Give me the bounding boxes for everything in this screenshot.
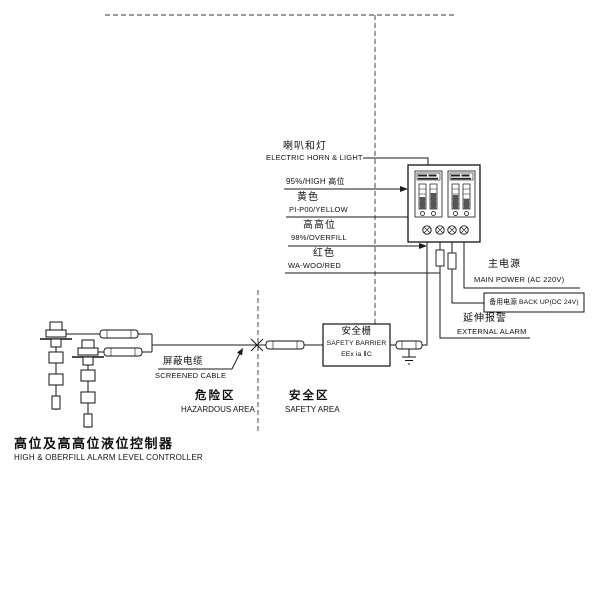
ground-symbol xyxy=(402,349,416,365)
fuse-components xyxy=(435,249,457,270)
hazardous-area-label-en: HAZARDOUS AREA xyxy=(181,405,255,414)
cable-callout-arrow-icon xyxy=(237,348,243,356)
horn-label-en: ELECTRIC HORN & LIGHT xyxy=(266,153,363,162)
safety-barrier-label-en: SAFETY BARRIER xyxy=(326,340,387,347)
panel-wiring xyxy=(390,242,580,346)
boundary-dashed-lines xyxy=(105,14,455,432)
panel-terminals xyxy=(422,225,469,235)
cable-connectors xyxy=(99,329,305,357)
hazardous-area-label-cn: 危险区 xyxy=(195,390,236,402)
cable-connector xyxy=(395,340,423,350)
backup-power-box xyxy=(483,292,585,313)
backup-power-label: 备用电源 BACK UP(DC 24V) xyxy=(489,299,579,306)
yellow-label-cn: 黄色 xyxy=(297,192,319,203)
wire-external-alarm xyxy=(439,242,530,339)
display-unit-right xyxy=(447,170,476,218)
cable-connector xyxy=(103,347,143,357)
red-code-label: WA-WOO/RED xyxy=(288,261,341,270)
diagram-title-en: HIGH & OBERFILL ALARM LEVEL CONTROLLER xyxy=(14,453,203,462)
cable-connector xyxy=(265,340,305,350)
wire-safety-barrier xyxy=(390,242,428,346)
diagram-title-cn: 高位及高高位液位控制器 xyxy=(14,436,174,451)
wire-main-power xyxy=(463,242,580,289)
barrier-output-connector xyxy=(395,340,423,350)
display-unit-left xyxy=(414,170,443,218)
safety-area-label-en: SAFETY AREA xyxy=(285,405,340,414)
main-power-label-cn: 主电源 xyxy=(488,259,521,270)
red-label-cn: 红色 xyxy=(313,248,335,259)
high-level-label: 95%/HIGH 高位 xyxy=(286,177,345,186)
screened-cable-label-cn: 屏蔽电缆 xyxy=(163,356,204,367)
safety-area-label-cn: 安全区 xyxy=(289,390,330,402)
main-power-label-en: MAIN POWER (AC 220V) xyxy=(474,275,565,284)
external-alarm-label-en: EXTERNAL ALARM xyxy=(457,327,527,336)
external-alarm-label-cn: 延伸报警 xyxy=(463,313,507,324)
fuse xyxy=(435,249,445,267)
level-sensor-high xyxy=(40,321,72,410)
overfill-label-cn: 高高位 xyxy=(303,220,336,231)
safety-barrier-label-cn: 安全栅 xyxy=(341,326,372,337)
screened-cable-label-en: SCREENED CABLE xyxy=(155,371,227,380)
label-leader-lines xyxy=(284,157,440,274)
cable-connector xyxy=(99,329,139,339)
overfill-code-label: 98%/OVERFILL xyxy=(291,233,347,242)
boundary-cross-mark xyxy=(250,338,264,352)
high-arrow-icon xyxy=(400,186,408,192)
horn-label-cn: 喇叭和灯 xyxy=(283,141,327,152)
wire-backup-power xyxy=(451,242,484,304)
overfill-arrow-icon xyxy=(419,243,427,249)
field-cable-run xyxy=(66,333,323,353)
safety-barrier-rating: EEx ia ⅡC xyxy=(341,351,372,358)
yellow-code-label: PI-P00/YELLOW xyxy=(289,205,348,214)
fuse xyxy=(447,252,457,270)
horn-leader-line xyxy=(363,157,429,165)
control-panel xyxy=(407,164,481,243)
level-sensor-overfill xyxy=(72,339,104,428)
leader-arrowheads xyxy=(400,186,427,249)
